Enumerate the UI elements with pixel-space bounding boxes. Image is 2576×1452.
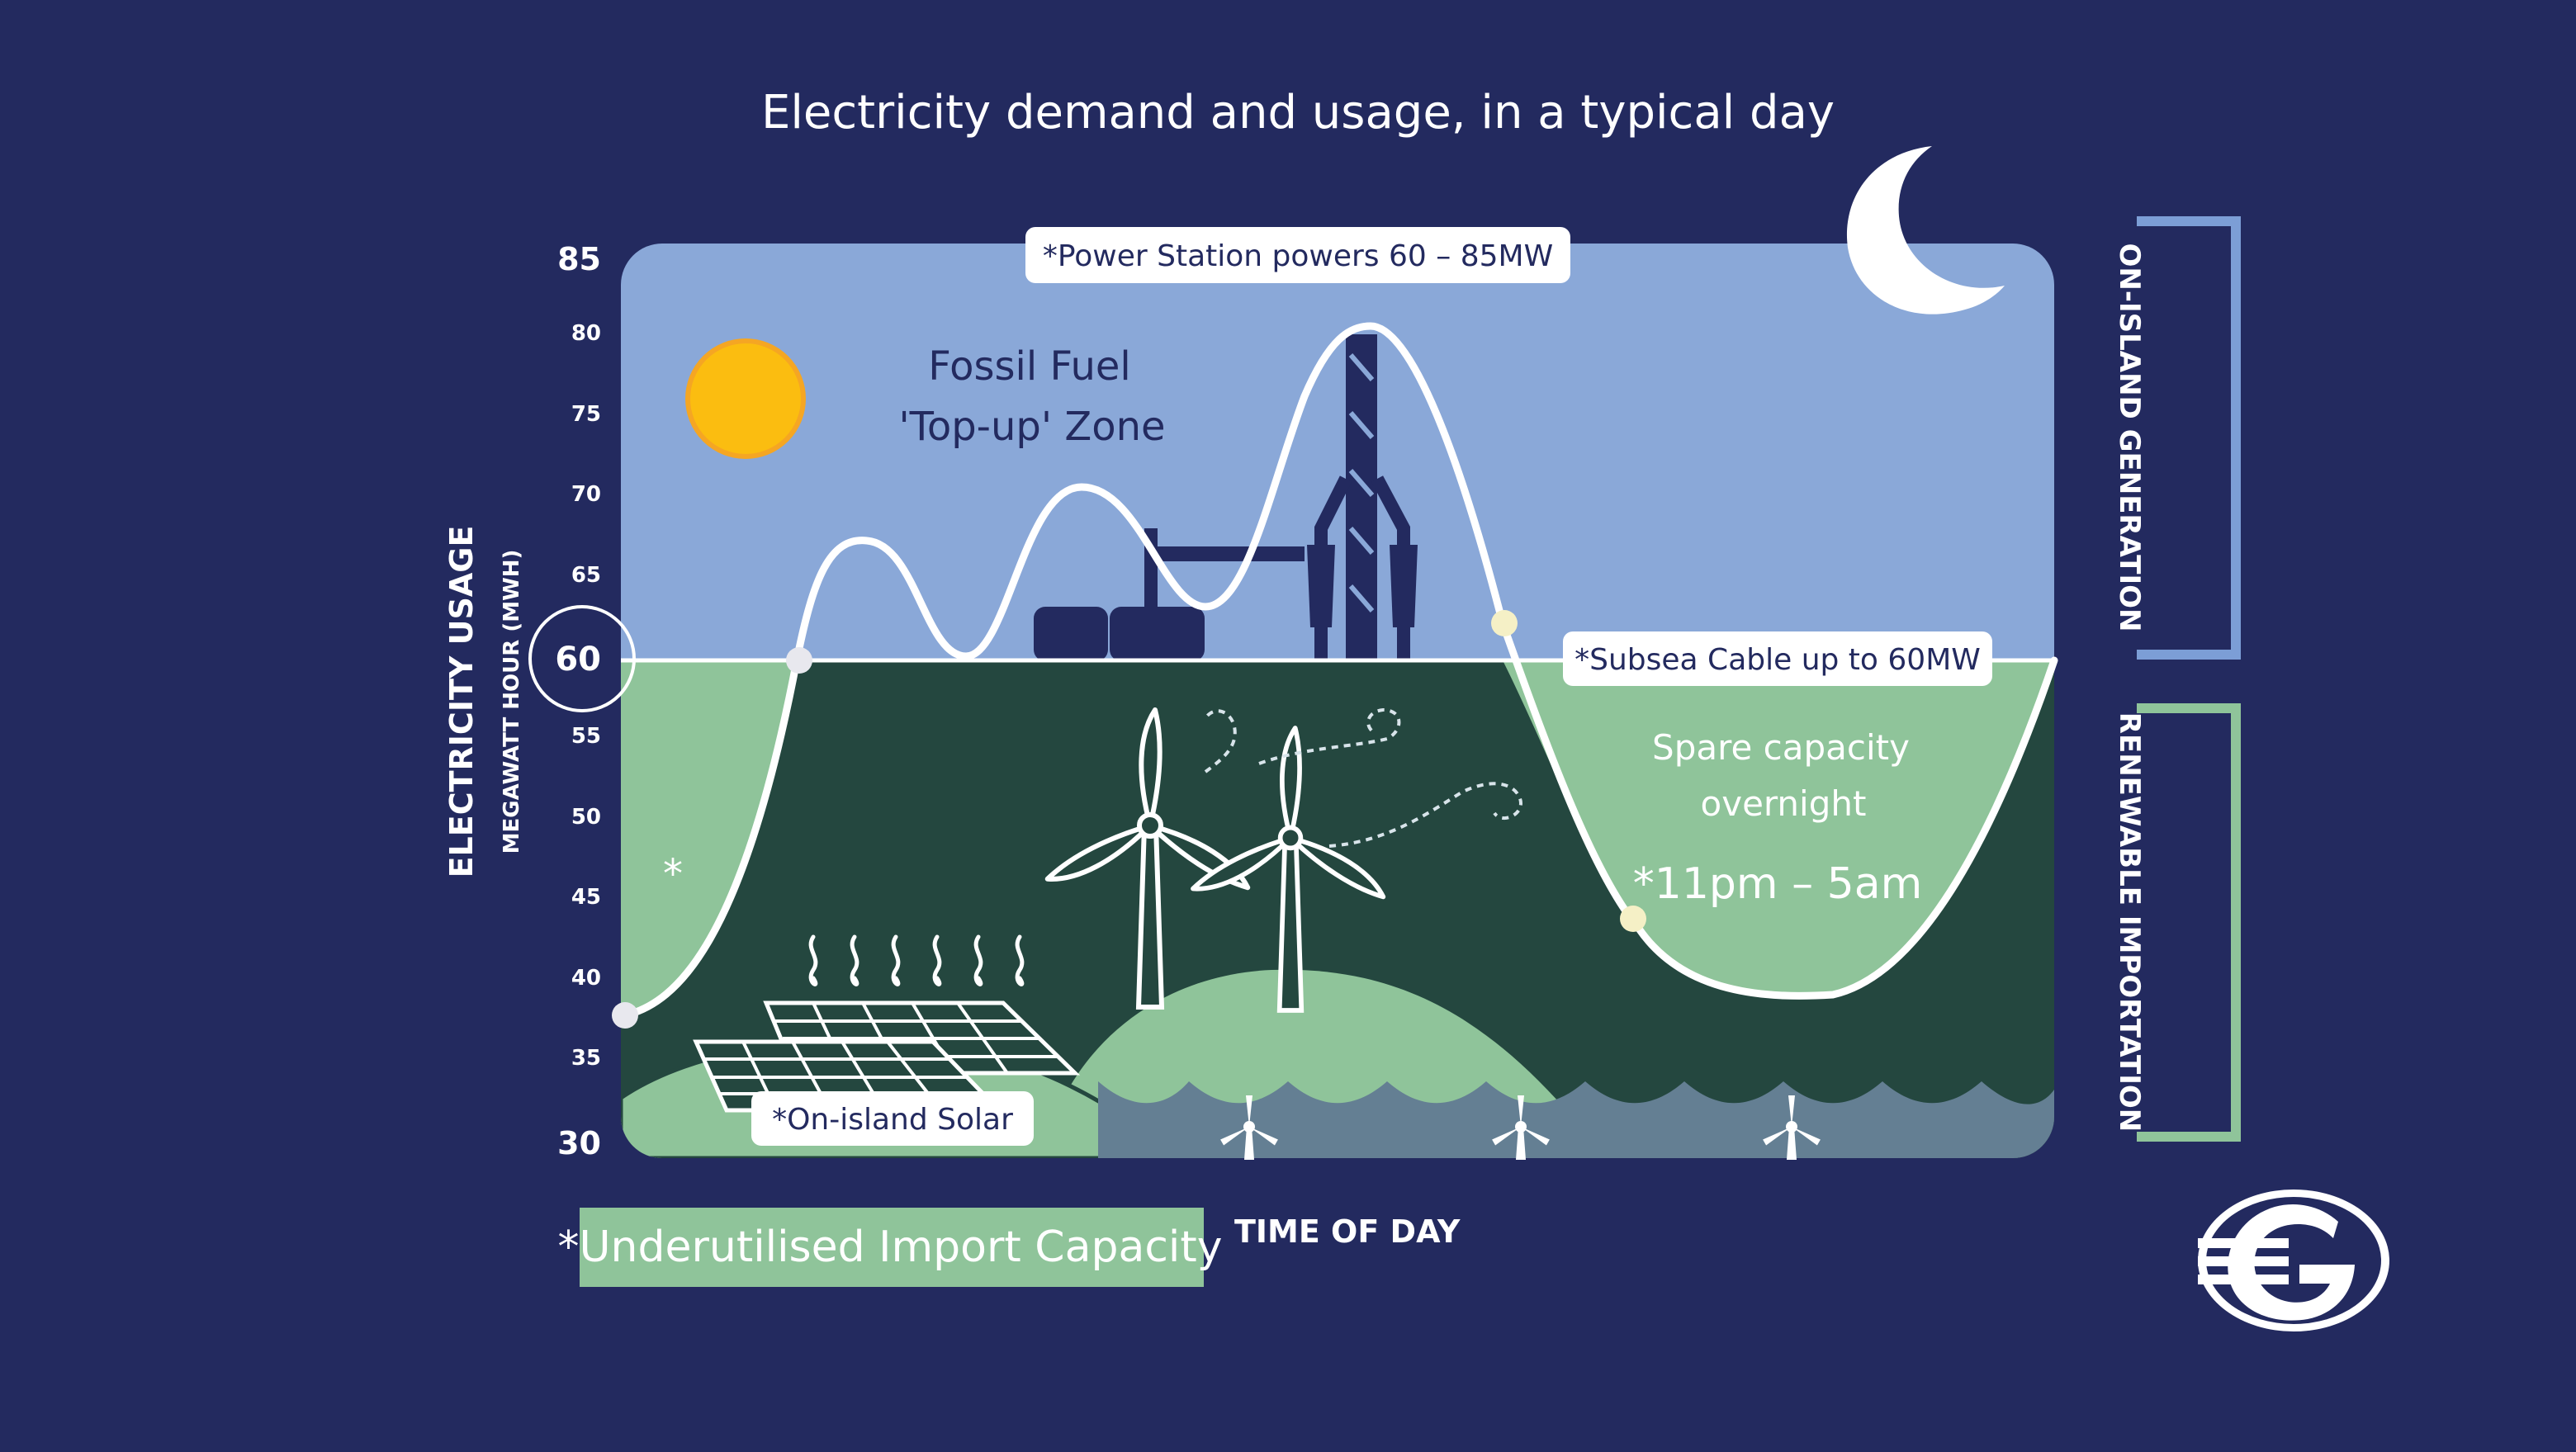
y-tick: 50 bbox=[571, 805, 601, 830]
moon-icon bbox=[1846, 146, 2005, 315]
fossil-zone-subtitle: 'Top-up' Zone bbox=[898, 404, 1165, 450]
company-logo-icon bbox=[2198, 1190, 2389, 1331]
x-axis-label: TIME OF DAY bbox=[1234, 1213, 1461, 1250]
renewable-label: RENEWABLE IMPORTATION bbox=[2113, 712, 2146, 1132]
demand-curve bbox=[621, 322, 2058, 1019]
subsea-label: *Subsea Cable up to 60MW bbox=[1574, 643, 1981, 677]
y-axis-label: ELECTRICITY USAGE bbox=[443, 526, 480, 878]
y-axis-ticks: 85 80 75 70 65 60 55 50 45 40 35 30 bbox=[555, 241, 601, 1161]
sky-zone bbox=[621, 244, 2054, 660]
y-tick: 85 bbox=[557, 241, 601, 277]
y-tick: 60 bbox=[555, 641, 601, 679]
y-tick: 30 bbox=[557, 1125, 601, 1161]
legend-label: *Underutilised Import Capacity bbox=[557, 1223, 1222, 1272]
power-station-label: *Power Station powers 60 – 85MW bbox=[1043, 239, 1553, 273]
renewable-bracket bbox=[2137, 703, 2241, 1142]
wind-swirls bbox=[1204, 707, 1522, 848]
power-station-label-box bbox=[1025, 227, 1570, 283]
sun-icon bbox=[685, 338, 806, 459]
on-island-label: ON-ISLAND GENERATION bbox=[2113, 244, 2146, 632]
y-tick: 55 bbox=[571, 724, 601, 749]
y-tick: 65 bbox=[571, 563, 601, 588]
diagram-title: Electricity demand and usage, in a typic… bbox=[761, 86, 1835, 140]
spare-capacity-label-2: overnight bbox=[1701, 783, 1867, 824]
subsea-label-box bbox=[1563, 631, 1992, 686]
y-tick: 70 bbox=[571, 482, 601, 507]
heat-waves bbox=[808, 934, 1025, 986]
y-tick: 35 bbox=[571, 1046, 601, 1071]
solar-label-box bbox=[751, 1091, 1034, 1146]
y-tick: 80 bbox=[571, 321, 601, 346]
y-tick: 45 bbox=[571, 885, 601, 910]
spare-capacity-label: Spare capacity bbox=[1652, 727, 1910, 768]
y-axis-sublabel: MEGAWATT HOUR (MWH) bbox=[500, 550, 524, 854]
fossil-zone-title: Fossil Fuel bbox=[928, 343, 1130, 390]
curve-marker-evening bbox=[1491, 610, 1518, 636]
y-tick: 75 bbox=[571, 402, 601, 427]
curve-marker-night bbox=[1620, 906, 1646, 932]
legend-swatch bbox=[580, 1208, 1204, 1287]
on-island-bracket bbox=[2137, 216, 2241, 660]
curve-marker-start bbox=[612, 1002, 638, 1029]
curve-marker-crossing bbox=[786, 647, 812, 674]
y-tick: 40 bbox=[571, 966, 601, 991]
power-station-icon bbox=[1034, 334, 1418, 661]
underutilised-asterisk: * bbox=[663, 851, 683, 897]
sixty-highlight-ring bbox=[528, 605, 636, 712]
spare-capacity-time: *11pm – 5am bbox=[1633, 859, 1923, 909]
solar-label: *On-island Solar bbox=[772, 1103, 1013, 1137]
